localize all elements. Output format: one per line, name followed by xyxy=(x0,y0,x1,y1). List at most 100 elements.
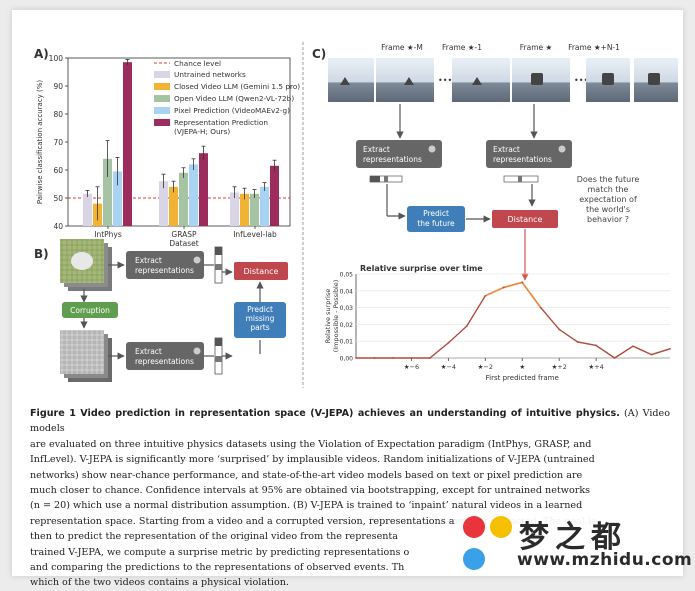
bar xyxy=(250,193,259,226)
legend-label: Untrained networks xyxy=(174,70,246,79)
panel-b: B) xyxy=(34,239,288,382)
bar xyxy=(169,186,178,226)
extract-box-top xyxy=(126,251,204,279)
surprise-point xyxy=(355,357,357,359)
video-stack-bottom xyxy=(60,330,112,382)
y-tick-label: 80 xyxy=(53,110,63,119)
legend-swatch xyxy=(154,119,170,126)
caption-line-8: trained V-JEPA, we compute a surprise me… xyxy=(30,546,410,558)
bar xyxy=(260,186,269,226)
y-tick-label: 0,05 xyxy=(340,272,354,279)
svg-text:•••: ••• xyxy=(574,76,588,85)
panel-a-label: A) xyxy=(34,47,49,61)
legend-swatch xyxy=(154,95,170,102)
surprise-point xyxy=(447,341,450,344)
bar xyxy=(159,181,168,226)
surprise-line-peak xyxy=(484,281,542,309)
legend-chance-label: Chance level xyxy=(174,59,221,68)
extract-box-c-left xyxy=(356,140,442,168)
caption-line-3: networks) show near-chance performance, … xyxy=(30,469,583,481)
bar xyxy=(189,164,198,226)
surprise-point xyxy=(576,341,579,343)
surprise-point xyxy=(613,357,616,359)
y-tick-label: 50 xyxy=(53,194,63,203)
extract-box-c-right xyxy=(486,140,572,168)
panel-b-label: B) xyxy=(34,247,49,261)
watermark-banner[interactable]: 梦之都 www.mzhidu.com xyxy=(455,510,692,576)
surprise-point xyxy=(632,345,634,348)
distance-box-c xyxy=(492,210,558,228)
x-tick-label: ★−6 xyxy=(404,363,419,371)
surprise-point xyxy=(392,357,394,359)
x-tick-label: ★+2 xyxy=(551,363,566,371)
distance-box-b xyxy=(234,262,288,280)
legend-swatch xyxy=(154,71,170,78)
figure-caption: Figure 1 Video prediction in representat… xyxy=(30,406,670,591)
token-column-top xyxy=(214,246,223,284)
x-tick-label: IntPhys xyxy=(94,230,122,239)
token-row-right xyxy=(503,175,539,183)
y-tick-label: 0,04 xyxy=(340,288,354,295)
y-tick-label: 0,02 xyxy=(340,322,354,329)
caption-line-9: and comparing the predictions to the rep… xyxy=(30,562,405,574)
x-tick-label: ★−2 xyxy=(478,363,493,371)
legend-label-cont: (VJEPA-H; Ours) xyxy=(174,127,230,136)
surprise-point xyxy=(410,357,413,359)
y-axis-label: (Impossible - Possible) xyxy=(332,280,340,353)
surprise-point xyxy=(428,357,431,359)
caption-line-1: are evaluated on three intuitive physics… xyxy=(30,438,592,450)
yellow-smile-icon xyxy=(490,516,513,538)
watermark-icons xyxy=(463,516,513,574)
x-tick-label: ★+4 xyxy=(588,363,603,371)
panel-c: C) Frame ★-M Frame ★-1 Frame ★ Frame ★+N… xyxy=(312,43,678,382)
bar xyxy=(113,171,122,226)
line-chart: Relative surprise over time0,000,010,020… xyxy=(324,264,671,382)
y-tick-label: 0,03 xyxy=(340,305,354,312)
x-axis-label: First predicted frame xyxy=(486,374,559,382)
y-axis-label: Relative surprise xyxy=(324,289,332,343)
y-tick-label: 40 xyxy=(53,222,63,231)
x-tick-label: InfLevel-lab xyxy=(233,230,277,239)
frame-label-2: Frame ★-1 xyxy=(442,43,482,52)
legend-label: Open Video LLM (Qwen2-VL-72b) xyxy=(174,94,294,103)
token-row-left xyxy=(369,175,403,183)
surprise-point xyxy=(650,353,653,356)
surprise-point xyxy=(595,344,598,347)
x-axis-label: Dataset xyxy=(169,239,198,248)
legend-label: Pixel Prediction (VideoMAEv2-g) xyxy=(174,106,290,115)
surprise-point xyxy=(521,281,524,284)
surprise-point xyxy=(465,325,468,327)
caption-line-2: InfLevel). V-JEPA is significantly more … xyxy=(30,454,595,466)
extract-box-bottom xyxy=(126,342,204,370)
bar xyxy=(270,165,279,226)
caption-line-6: representation space. Starting from a vi… xyxy=(30,515,596,527)
y-tick-label: 0,00 xyxy=(340,356,354,363)
frame-strip: ••• ••• xyxy=(328,58,678,102)
y-tick-label: 90 xyxy=(53,82,63,91)
frame-label-4: Frame ★+N-1 xyxy=(568,43,620,52)
caption-line-4: much closer to chance. Confidence interv… xyxy=(30,485,591,497)
caption-line-10: which of the two videos contains a physi… xyxy=(30,577,289,589)
bar xyxy=(83,193,92,226)
y-tick-label: 0,01 xyxy=(340,339,354,346)
legend-swatch xyxy=(154,83,170,90)
caption-title: Figure 1 Video prediction in representat… xyxy=(30,408,620,419)
frame-label-1: Frame ★-M xyxy=(381,43,423,52)
surprise-point xyxy=(539,306,542,309)
bar xyxy=(240,193,249,226)
blue-drop-icon xyxy=(463,548,485,570)
surprise-point xyxy=(558,328,561,331)
predict-box-c xyxy=(407,206,465,232)
watermark-brand: 梦之都 xyxy=(519,520,627,555)
legend-label: Representation Prediction xyxy=(174,118,268,127)
panel-c-label: C) xyxy=(312,47,326,61)
